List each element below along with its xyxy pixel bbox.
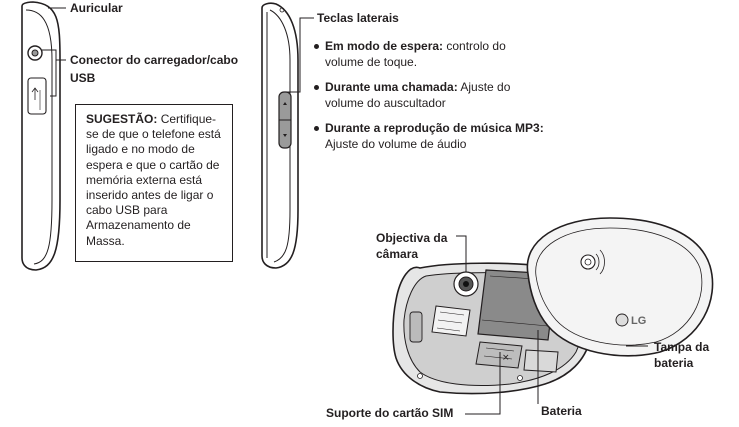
label-side-keys: Teclas laterais bbox=[317, 11, 399, 25]
svg-text:×: × bbox=[502, 353, 510, 363]
bullet-icon bbox=[314, 85, 319, 90]
battery-cover: LG bbox=[526, 217, 714, 357]
function-title: Durante uma chamada: bbox=[325, 80, 458, 94]
label-charger-connector: Conector do carregador/cabo bbox=[70, 53, 239, 67]
function-title: Durante a reprodução de música MP3: bbox=[325, 121, 544, 135]
phone-left-side-view bbox=[21, 1, 61, 271]
label-battery-cover-2: bateria bbox=[654, 356, 694, 370]
label-sim-holder: Suporte do cartão SIM bbox=[326, 406, 454, 420]
label-charger-connector-usb: USB bbox=[70, 71, 96, 85]
bullet-icon bbox=[314, 44, 319, 49]
label-camera-lens: Objectiva da bbox=[376, 231, 448, 245]
tip-text: Certifique-se de que o telefone está lig… bbox=[86, 112, 221, 248]
label-camera-lens-2: câmara bbox=[376, 247, 419, 261]
function-text: volume do auscultador bbox=[325, 96, 446, 110]
side-keys-functions: Em modo de espera: controlo do volume de … bbox=[314, 38, 574, 161]
function-title: Em modo de espera: bbox=[325, 39, 444, 53]
phone-middle-side-view bbox=[261, 2, 299, 269]
function-text: Ajuste do volume de áudio bbox=[325, 137, 467, 151]
function-text: volume de toque. bbox=[325, 55, 418, 69]
label-earpiece: Auricular bbox=[70, 1, 123, 15]
label-battery: Bateria bbox=[541, 404, 582, 418]
lg-logo: LG bbox=[631, 315, 646, 327]
tip-box: SUGESTÃO: Certifique-se de que o telefon… bbox=[75, 104, 233, 262]
list-item: Em modo de espera: controlo do volume de … bbox=[314, 38, 574, 70]
tip-title: SUGESTÃO: bbox=[86, 112, 158, 126]
list-item: Durante uma chamada: Ajuste do volume do … bbox=[314, 79, 574, 111]
function-text: controlo do bbox=[446, 39, 506, 53]
bullet-icon bbox=[314, 126, 319, 131]
label-battery-cover: Tampa da bbox=[654, 340, 710, 354]
function-text: Ajuste do bbox=[460, 80, 511, 94]
list-item: Durante a reprodução de música MP3: Ajust… bbox=[314, 120, 574, 152]
